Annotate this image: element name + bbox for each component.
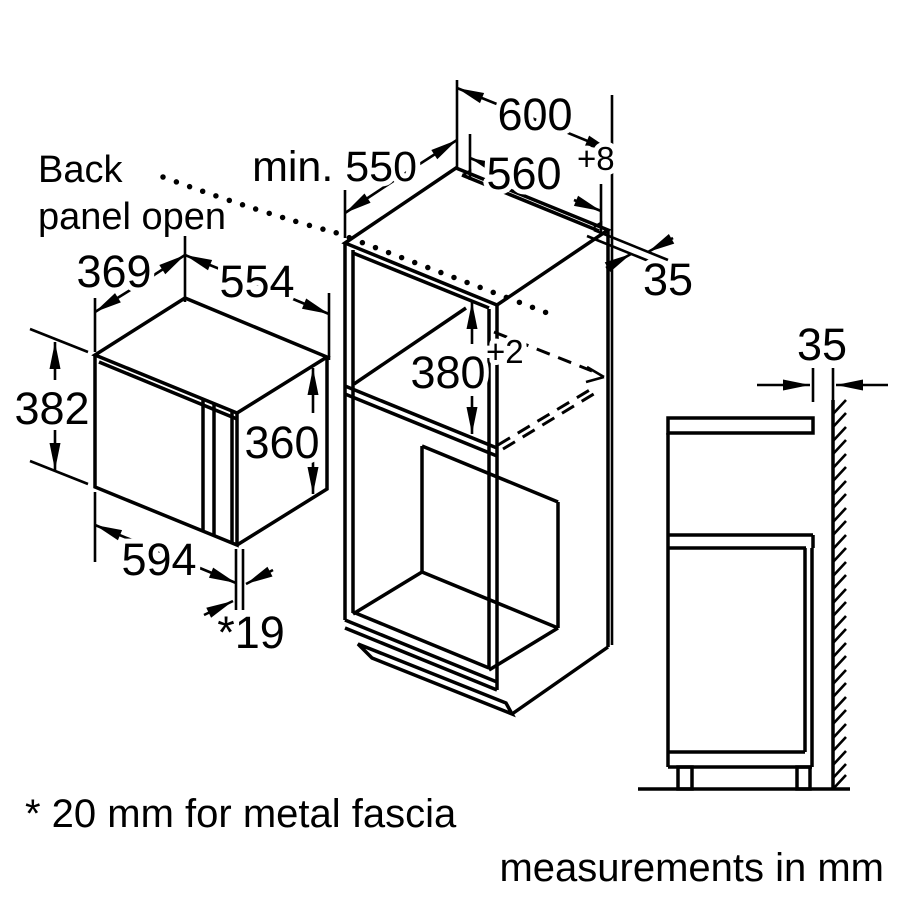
dim-382: 382 [14, 383, 89, 434]
microwave-door-top-edge [98, 360, 238, 421]
microwave-isometric [91, 296, 331, 548]
back-panel-leader-dots [160, 174, 553, 317]
side-view-foot-right [795, 765, 812, 791]
microwave-dimensions [29, 236, 331, 618]
cabinet-bottom-outer [344, 618, 498, 684]
microwave-front-face [93, 355, 239, 548]
cabinet-bottom-inner [352, 610, 490, 670]
dim-560-tolerance: +8 [577, 140, 615, 177]
microwave-top-face [91, 296, 331, 415]
cabinet-isometric [341, 166, 612, 718]
wall-hatching [832, 399, 847, 790]
dim-380-tolerance: +2 [486, 333, 524, 370]
dim-min-550: min. 550 [252, 143, 417, 191]
label-back-panel-open-line1: Back [38, 149, 123, 191]
cabinet-niche-top-edge [352, 251, 490, 310]
dim-35-iso: 35 [643, 254, 693, 305]
label-back-panel-open-line2: panel open [38, 196, 226, 238]
dim-19: *19 [217, 607, 285, 658]
microwave-side-face [236, 357, 329, 547]
cabinet-top-inner-edge [461, 173, 600, 233]
removed-back-panel-dashed [493, 330, 605, 451]
dim-560: 560 [486, 148, 561, 199]
dim-554: 554 [219, 256, 294, 307]
dim-369: 369 [76, 246, 151, 297]
dim-594: 594 [121, 534, 196, 585]
cabinet-bottom-outer-2 [344, 626, 498, 692]
side-view-top-panel [666, 416, 815, 435]
cabinet-dimensions [343, 80, 675, 645]
cabinet-shelf-bottom [344, 392, 498, 458]
dim-35-side: 35 [797, 319, 847, 370]
cabinet-side-view [638, 368, 888, 791]
units-note: measurements in mm [499, 846, 884, 890]
upper-niche-interior-edge [353, 306, 467, 386]
side-view-foot-left [676, 765, 694, 791]
footnote: * 20 mm for metal fascia [25, 792, 457, 836]
dim-360: 360 [244, 417, 319, 468]
dim-600: 600 [497, 89, 572, 140]
cabinet-side-bottom-edge [510, 645, 610, 716]
dim-380: 380 [410, 347, 485, 398]
cabinet-shelf-top [344, 384, 498, 450]
